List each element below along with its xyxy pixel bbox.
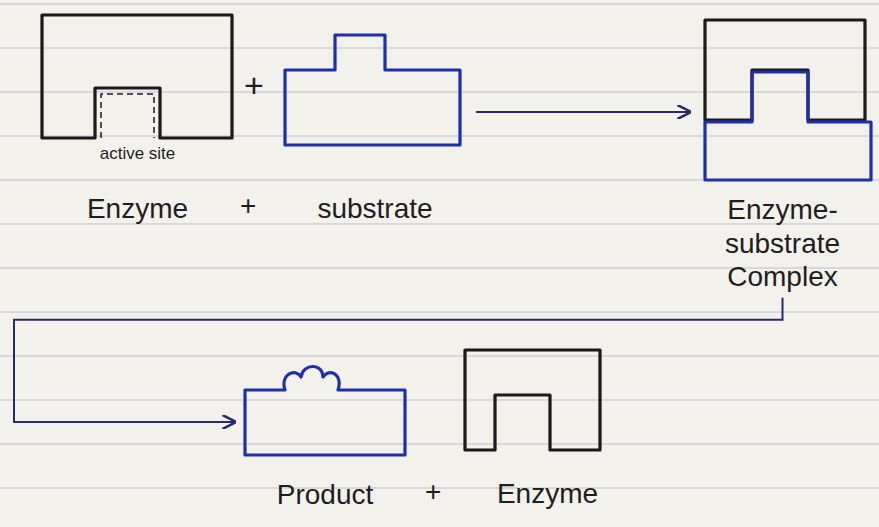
- product-outline: [245, 367, 405, 456]
- shape-drawing: [690, 15, 875, 185]
- shape-label: Enzyme-substrate Complex: [690, 193, 875, 294]
- enzyme-outline: [465, 350, 600, 450]
- enzyme-outline: [42, 15, 232, 138]
- ruled-line: [0, 3, 879, 5]
- plus-sign: +: [240, 192, 256, 220]
- shape-label: Enzyme: [497, 477, 598, 511]
- ruled-line: [0, 47, 879, 49]
- shape-drawing: [460, 345, 635, 455]
- substrate-shape: substrate: [280, 30, 470, 226]
- shape-drawing: [235, 355, 415, 460]
- shape-label: substrate: [317, 192, 432, 226]
- reaction-arrow: [476, 111, 690, 113]
- product-shape: Product: [235, 355, 415, 512]
- shape-drawing: [280, 30, 470, 150]
- enzyme-shape: Enzyme: [460, 345, 635, 511]
- ruled-line: [0, 399, 879, 401]
- ruled-line: [0, 443, 879, 445]
- active-site-outline: [101, 94, 154, 138]
- reaction-arrow: [14, 298, 783, 422]
- active-site-label: active site: [100, 144, 176, 164]
- shape-label: Product: [277, 478, 374, 512]
- ruled-line: [0, 311, 879, 313]
- substrate-outline: [705, 72, 871, 180]
- substrate-outline: [285, 35, 460, 145]
- ruled-lines: [0, 4, 879, 488]
- complex-shape: Enzyme-substrate Complex: [690, 15, 875, 294]
- plus-sign: +: [425, 478, 441, 506]
- enzyme-outline: [705, 20, 865, 120]
- shape-label: Enzyme: [87, 192, 188, 226]
- ruled-line: [0, 135, 879, 137]
- ruled-line: [0, 91, 879, 93]
- enzyme-shape: active siteEnzyme: [35, 12, 240, 226]
- shape-drawing: [35, 12, 240, 142]
- ruled-line: [0, 355, 879, 357]
- plus-sign: +: [244, 68, 264, 102]
